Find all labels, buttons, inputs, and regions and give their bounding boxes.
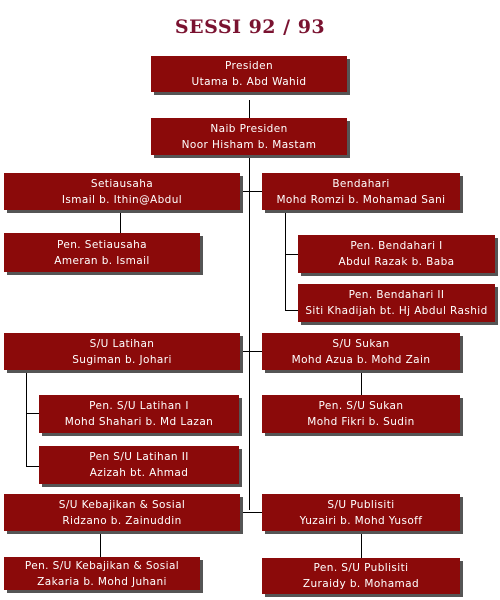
asst-training-1-name: Mohd Shahari b. Md Lazan xyxy=(64,416,214,428)
sports-secretary-name: Mohd Azua b. Mohd Zain xyxy=(291,353,431,366)
secretary-box: Setiausaha Ismail b. Ithin@Abdul xyxy=(4,173,240,210)
asst-secretary-name: Ameran b. Ismail xyxy=(54,254,150,267)
treasurer-name: Mohd Romzi b. Mohamad Sani xyxy=(276,193,446,206)
connector-sports-asst xyxy=(361,371,362,395)
asst-treasurer-2-name: Siti Khadijah bt. Hj Abdul Rashid xyxy=(305,305,488,317)
publicity-secretary-role: S/U Publisiti xyxy=(327,498,395,511)
president-role: Presiden xyxy=(224,60,274,72)
treasurer-role: Bendahari xyxy=(332,177,390,190)
asst-sports-box: Pen. S/U Sukan Mohd Fikri b. Sudin xyxy=(262,395,460,433)
secretary-name: Ismail b. Ithin@Abdul xyxy=(61,193,183,206)
asst-publicity-name: Zuraidy b. Mohamad xyxy=(302,578,420,590)
asst-training-2-name: Azizah bt. Ahmad xyxy=(89,467,189,479)
sports-secretary-role: S/U Sukan xyxy=(332,337,390,350)
vice-president-role: Naib Presiden xyxy=(210,122,288,135)
asst-welfare-box: Pen. S/U Kebajikan & Sosial Zakaria b. M… xyxy=(4,557,200,590)
training-secretary-box: S/U Latihan Sugiman b. Johari xyxy=(4,333,240,370)
welfare-secretary-role: S/U Kebajikan & Sosial xyxy=(58,498,186,511)
connector-welfare-asst xyxy=(100,532,101,557)
connector-training-asst2 xyxy=(26,466,39,467)
vice-president-name: Noor Hisham b. Mastam xyxy=(181,138,317,151)
asst-sports-role: Pen. S/U Sukan xyxy=(318,400,404,412)
asst-publicity-box: Pen. S/U Publisiti Zuraidy b. Mohamad xyxy=(262,558,460,594)
welfare-secretary-name: Ridzano b. Zainuddin xyxy=(62,514,182,527)
asst-secretary-role: Pen. Setiausaha xyxy=(57,238,147,251)
asst-training-2-box: Pen S/U Latihan II Azizah bt. Ahmad xyxy=(39,446,239,484)
connector-publicity-asst xyxy=(361,532,362,558)
connector-president-vp xyxy=(249,100,250,118)
asst-secretary-box: Pen. Setiausaha Ameran b. Ismail xyxy=(4,233,200,272)
asst-treasurer-2-role: Pen. Bendahari II xyxy=(348,289,445,301)
connector-welfare-publicity xyxy=(240,512,262,513)
asst-treasurer-1-name: Abdul Razak b. Baba xyxy=(338,256,455,268)
training-secretary-role: S/U Latihan xyxy=(89,337,155,350)
connector-training-sports xyxy=(240,351,262,352)
asst-publicity-role: Pen. S/U Publisiti xyxy=(313,562,409,574)
asst-treasurer-1-role: Pen. Bendahari I xyxy=(350,240,443,252)
training-secretary-name: Sugiman b. Johari xyxy=(72,353,172,366)
connector-treasurer-asst1 xyxy=(285,254,298,255)
asst-training-1-role: Pen. S/U Latihan I xyxy=(89,400,189,412)
treasurer-box: Bendahari Mohd Romzi b. Mohamad Sani xyxy=(262,173,460,210)
asst-training-2-role: Pen S/U Latihan II xyxy=(89,451,189,463)
connector-secretary-asst xyxy=(120,211,121,233)
sports-secretary-box: S/U Sukan Mohd Azua b. Mohd Zain xyxy=(262,333,460,370)
connector-secretary-treasurer xyxy=(240,191,262,192)
chart-title: SESSI 92 / 93 xyxy=(174,16,326,38)
connector-treasurer-assts xyxy=(285,211,286,311)
connector-training-assts xyxy=(26,371,27,467)
asst-sports-name: Mohd Fikri b. Sudin xyxy=(307,416,415,428)
asst-treasurer-1-box: Pen. Bendahari I Abdul Razak b. Baba xyxy=(298,235,495,273)
connector-treasurer-asst2 xyxy=(285,310,298,311)
publicity-secretary-name: Yuzairi b. Mohd Yusoff xyxy=(299,514,423,527)
president-name: Utama b. Abd Wahid xyxy=(191,76,307,88)
asst-welfare-name: Zakaria b. Mohd Juhani xyxy=(37,575,167,588)
asst-treasurer-2-box: Pen. Bendahari II Siti Khadijah bt. Hj A… xyxy=(298,284,495,322)
connector-main-trunk xyxy=(249,155,250,510)
asst-training-1-box: Pen. S/U Latihan I Mohd Shahari b. Md La… xyxy=(39,395,239,433)
welfare-secretary-box: S/U Kebajikan & Sosial Ridzano b. Zainud… xyxy=(4,494,240,531)
vice-president-box: Naib Presiden Noor Hisham b. Mastam xyxy=(151,118,347,155)
asst-welfare-role: Pen. S/U Kebajikan & Sosial xyxy=(24,559,180,572)
connector-training-asst1 xyxy=(26,413,39,414)
publicity-secretary-box: S/U Publisiti Yuzairi b. Mohd Yusoff xyxy=(262,494,460,531)
secretary-role: Setiausaha xyxy=(90,177,154,190)
president-box: Presiden Utama b. Abd Wahid xyxy=(151,56,347,92)
